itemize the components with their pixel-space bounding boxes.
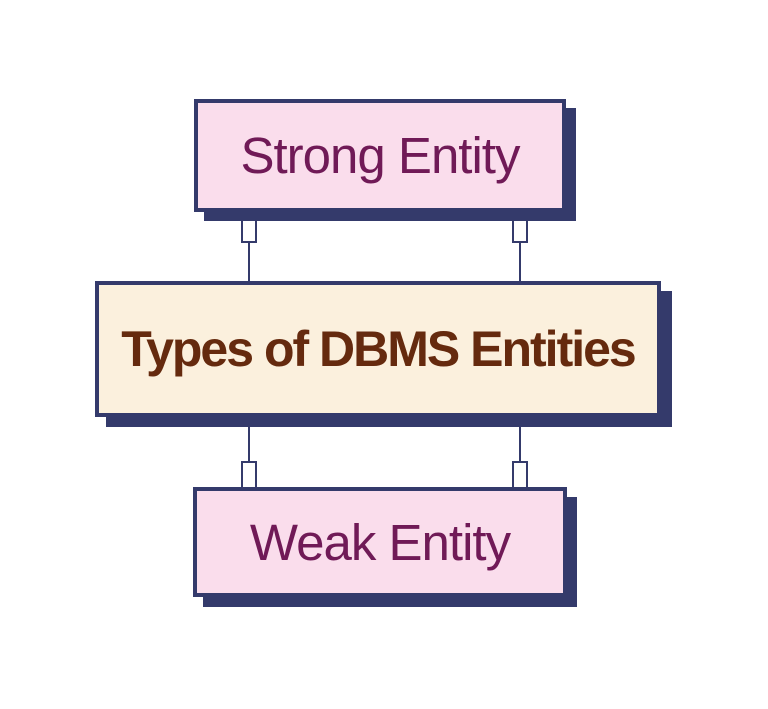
connector-stub-top-right [512, 219, 528, 243]
strong-entity-node: Strong Entity [194, 99, 566, 212]
strong-entity-label: Strong Entity [240, 127, 521, 184]
diagram-title-node: Types of DBMS Entities [95, 281, 661, 417]
connector-line-bottom-left [248, 424, 250, 462]
connector-line-top-left [248, 242, 250, 283]
connector-line-top-right [519, 242, 521, 283]
connector-stub-bottom-left [241, 461, 257, 489]
diagram-title-label: Types of DBMS Entities [121, 321, 636, 377]
weak-entity-label: Weak Entity [249, 513, 511, 571]
connector-stub-top-left [241, 219, 257, 243]
connector-stub-bottom-right [512, 461, 528, 489]
weak-entity-node: Weak Entity [193, 487, 567, 597]
connector-line-bottom-right [519, 424, 521, 462]
